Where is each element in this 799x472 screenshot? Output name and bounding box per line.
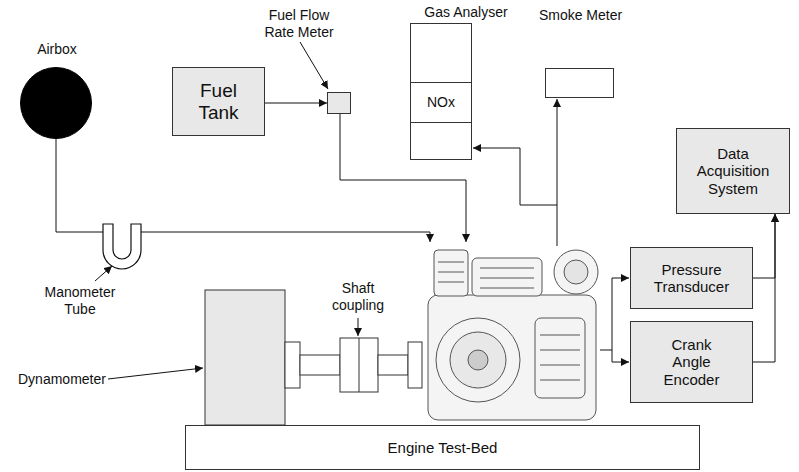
leader-line xyxy=(108,368,203,379)
process-box: Pressure Transducer xyxy=(630,247,753,309)
engine-air-filter xyxy=(564,260,588,284)
signal-line xyxy=(612,278,613,362)
node-heading: Smoke Meter xyxy=(531,7,631,24)
test-bed-box: Engine Test-Bed xyxy=(185,425,700,470)
callout-label: Dynamometer xyxy=(18,371,118,388)
node-text: Crank Angle Encoder xyxy=(657,336,727,388)
process-box: Crank Angle Encoder xyxy=(630,321,753,403)
dynamometer-box xyxy=(205,290,285,425)
callout-label: Manometer Tube xyxy=(30,284,130,318)
shaft xyxy=(378,355,408,375)
exhaust-line xyxy=(473,148,557,205)
air-line xyxy=(141,232,430,242)
engine-detail xyxy=(438,262,464,282)
connector-arrow xyxy=(753,214,775,362)
engine-air-filter xyxy=(554,250,598,294)
process-box: Data Acquisition System xyxy=(676,128,790,214)
meter-box: Smoke Meter xyxy=(545,68,614,98)
node-heading: Fuel Flow Rate Meter xyxy=(254,7,344,41)
node-text: Engine Test-Bed xyxy=(388,439,498,456)
node-text: Pressure Transducer xyxy=(644,261,739,296)
node-heading: Airbox xyxy=(7,41,107,58)
exhaust-line xyxy=(557,99,558,246)
shaft xyxy=(300,355,340,375)
analyser-box: Gas AnalyserNOx xyxy=(410,23,472,160)
node-text: Data Acquisition System xyxy=(683,145,783,197)
engine-head xyxy=(472,258,542,296)
signal-line xyxy=(600,350,612,351)
engine-flywheel xyxy=(450,332,506,388)
connector-arrow xyxy=(265,103,327,104)
node-text: Fuel Tank xyxy=(184,80,254,124)
meter-box: Fuel Flow Rate Meter xyxy=(327,92,351,114)
engine-flywheel xyxy=(468,350,488,370)
process-box: Fuel Tank xyxy=(172,67,265,136)
connector-arrow xyxy=(753,214,775,278)
callout-label: Shaft coupling xyxy=(323,280,393,314)
section-divider xyxy=(411,122,471,123)
engine-illustration xyxy=(428,250,598,420)
airbox-circle: Airbox xyxy=(20,67,92,139)
shaft-flange xyxy=(285,342,300,388)
section-divider xyxy=(411,82,471,83)
signal-line xyxy=(612,278,629,279)
node-heading: Gas Analyser xyxy=(416,4,516,21)
leader-line xyxy=(358,318,359,336)
manometer-tube-symbol xyxy=(103,224,141,269)
signal-line xyxy=(612,362,629,363)
leader-line xyxy=(95,266,112,281)
air-line xyxy=(56,139,103,232)
engine-fuel-tank xyxy=(434,250,468,296)
engine-body xyxy=(428,295,596,420)
engine-detail xyxy=(480,268,534,288)
engine-crankcase xyxy=(535,318,585,398)
shaft-coupling-symbol xyxy=(359,338,360,392)
shaft-coupling-symbol xyxy=(340,338,378,392)
leader-line xyxy=(300,42,328,89)
node-text: NOx xyxy=(411,82,471,122)
engine-detail xyxy=(540,335,580,380)
engine-flywheel xyxy=(436,318,520,402)
shaft-flange xyxy=(408,342,422,388)
